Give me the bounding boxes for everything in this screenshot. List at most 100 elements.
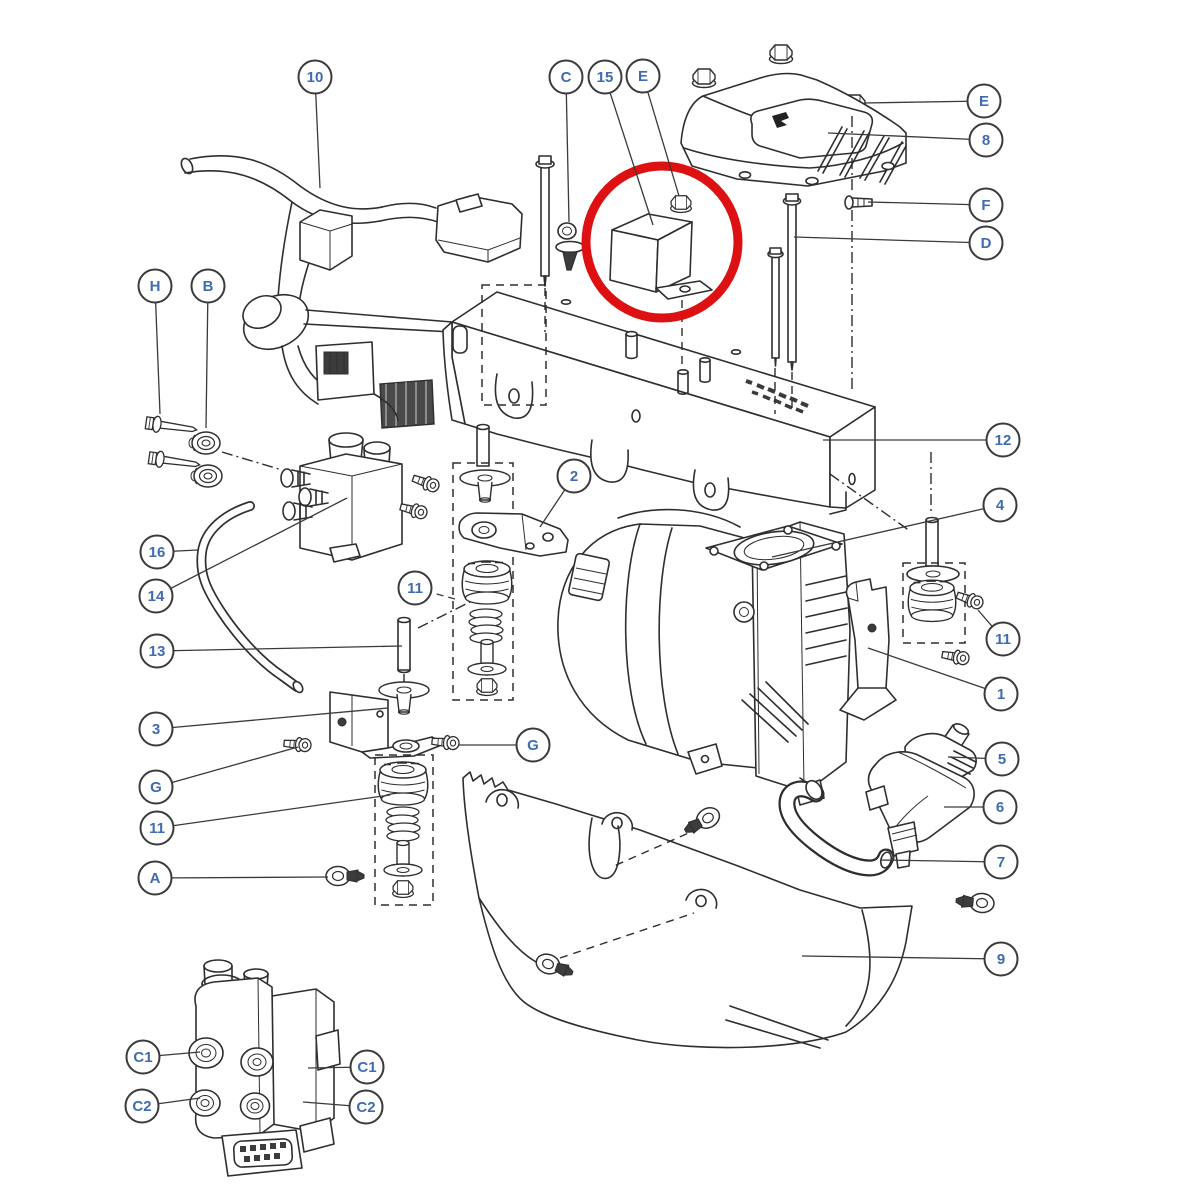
- callout-15: 15: [587, 59, 654, 226]
- callout-bubble: [124, 1088, 160, 1124]
- hose-16: [196, 501, 304, 694]
- callout-label: C1: [133, 1049, 152, 1066]
- leader-line: [863, 100, 985, 104]
- callout-bubble: [138, 769, 174, 805]
- callout-11: 11: [139, 794, 391, 846]
- callout-label: 5: [998, 751, 1006, 768]
- callout-label: 11: [407, 580, 423, 597]
- callout-bubble: [968, 225, 1004, 261]
- callout-8: 8: [827, 122, 1004, 158]
- callout-bubble: [139, 633, 175, 669]
- wiring-harness: [180, 154, 523, 429]
- callout-bubble: [983, 844, 1019, 880]
- screw-f: [844, 195, 873, 210]
- callout-1: 1: [867, 647, 1019, 712]
- leader-line: [314, 76, 321, 189]
- callout-bubble: [137, 268, 173, 304]
- callout-bubble: [985, 422, 1021, 458]
- callout-b: B: [190, 268, 226, 429]
- callout-c1: C1: [125, 1039, 201, 1075]
- callout-bubble: [983, 676, 1019, 712]
- leader-line: [155, 746, 299, 788]
- leader-line: [793, 236, 987, 244]
- callout-11: 11: [397, 570, 456, 606]
- skid-plate-fasteners: [532, 803, 996, 983]
- relay: [609, 213, 713, 300]
- bracket-3: [282, 681, 461, 759]
- callout-bubble: [349, 1049, 385, 1085]
- callout-7: 7: [879, 844, 1019, 880]
- callout-bubble: [137, 860, 173, 896]
- leader-line: [155, 707, 389, 730]
- callout-bubble: [397, 570, 433, 606]
- callout-bubble: [985, 621, 1021, 657]
- callout-c2: C2: [302, 1089, 384, 1125]
- callout-label: H: [150, 278, 161, 295]
- callout-g: G: [458, 727, 551, 763]
- callout-13: 13: [139, 633, 403, 669]
- callout-2: 2: [539, 458, 592, 528]
- callout-c2: C2: [124, 1088, 201, 1124]
- callout-label: F: [981, 197, 990, 214]
- callout-label: 11: [995, 631, 1011, 648]
- leader-line: [565, 76, 570, 223]
- callout-bubble: [297, 59, 333, 95]
- callout-label: 7: [997, 854, 1005, 871]
- leader-line: [156, 794, 391, 829]
- leader-line: [205, 285, 209, 429]
- callout-12: 12: [823, 422, 1021, 458]
- callout-e: E: [625, 58, 680, 197]
- air-dryer: [865, 723, 977, 869]
- callout-bubble: [348, 1089, 384, 1125]
- leader-line: [827, 132, 987, 141]
- callout-e: E: [863, 83, 1002, 119]
- callout-3: 3: [138, 707, 389, 747]
- leader-line: [642, 75, 680, 197]
- callout-bubble: [587, 59, 623, 95]
- callout-label: 4: [996, 497, 1005, 514]
- callout-16: 16: [139, 534, 199, 570]
- bolt-d-pair: [767, 193, 802, 371]
- callout-bubble: [190, 268, 226, 304]
- highlight-circle: [581, 161, 743, 323]
- callout-14: 14: [138, 497, 348, 614]
- callout-label: 13: [149, 643, 166, 660]
- callout-label: 9: [997, 951, 1005, 968]
- callout-label: D: [981, 235, 992, 252]
- callout-bubble: [139, 534, 175, 570]
- leader-line: [867, 647, 1002, 695]
- callout-10: 10: [297, 59, 333, 189]
- callout-h: H: [137, 268, 173, 415]
- callout-label: 15: [597, 69, 614, 86]
- valve-block: [280, 432, 442, 563]
- callout-label: E: [638, 68, 648, 85]
- flange-nut: [691, 68, 717, 89]
- callout-label: E: [979, 93, 989, 110]
- callout-label: 3: [152, 721, 160, 738]
- flange-nut: [768, 44, 794, 65]
- callout-label: A: [150, 870, 161, 887]
- callout-bubble: [983, 941, 1019, 977]
- callout-label: 6: [996, 799, 1004, 816]
- leader-line: [154, 876, 329, 879]
- ecu-cover: [680, 72, 907, 187]
- leader-line: [154, 285, 161, 415]
- callout-bubble: [968, 122, 1004, 158]
- callout-label: B: [203, 278, 214, 295]
- callout-bubble: [139, 810, 175, 846]
- flange-nut-e: [670, 195, 692, 214]
- callout-bubble: [982, 789, 1018, 825]
- grommets-b: [188, 431, 223, 488]
- callout-label: 10: [307, 69, 324, 86]
- callout-label: G: [527, 737, 539, 754]
- callout-bubble: [625, 58, 661, 94]
- callout-6: 6: [944, 789, 1018, 825]
- callout-label: 2: [570, 468, 578, 485]
- leader-line: [879, 859, 1002, 863]
- skid-plate: [462, 771, 913, 1049]
- callout-4: 4: [771, 487, 1018, 558]
- isolator-stack-lower-left: [374, 754, 434, 906]
